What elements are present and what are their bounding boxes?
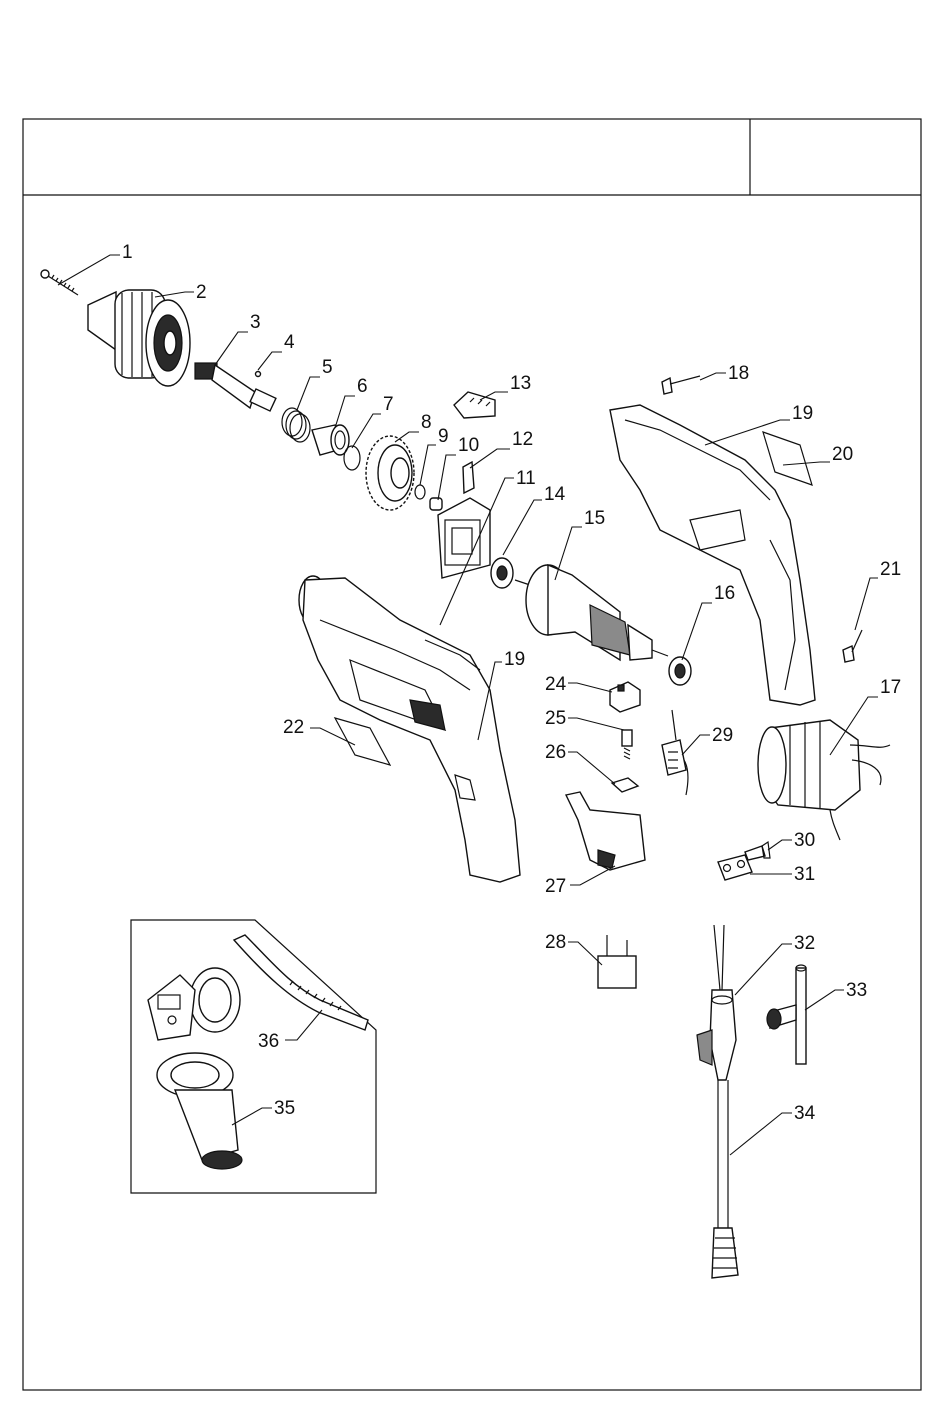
part-19-housing-right: [610, 405, 815, 705]
part-1-screw: [41, 270, 78, 295]
auxiliary-handle-inset: [131, 920, 376, 1193]
part-28-capacitor: [598, 935, 636, 988]
callout-17: 17: [880, 677, 901, 698]
part-6-sleeve: [312, 425, 349, 455]
part-17-stator: [758, 720, 890, 840]
callout-19-left: 19: [504, 649, 525, 670]
callout-29: 29: [712, 725, 733, 746]
callout-25: 25: [545, 708, 566, 729]
callout-22: 22: [283, 717, 304, 738]
part-27-switch: [566, 792, 645, 870]
callout-11: 11: [516, 468, 536, 489]
callout-33: 33: [846, 980, 867, 1001]
callout-4: 4: [284, 332, 295, 353]
callout-3: 3: [250, 312, 261, 333]
callout-36: 36: [258, 1031, 279, 1052]
part-11-bearing-plate: [438, 498, 490, 578]
part-5-spring: [282, 408, 310, 442]
callout-2: 2: [196, 282, 207, 303]
part-9-ring: [415, 485, 425, 499]
part-31-cord-clamp: [718, 855, 752, 880]
part-4-ball: [256, 372, 261, 377]
callout-34: 34: [794, 1103, 816, 1124]
part-2-chuck: [88, 290, 190, 386]
part-15-armature: [515, 565, 668, 660]
callout-21: 21: [880, 559, 901, 580]
callout-7: 7: [383, 394, 394, 415]
part-20-label: [763, 432, 812, 485]
callout-6: 6: [357, 376, 368, 397]
callout-35: 35: [274, 1098, 295, 1119]
callout-5: 5: [322, 357, 333, 378]
callout-12: 12: [512, 429, 533, 450]
callout-9: 9: [438, 426, 449, 447]
callout-19: 19: [792, 403, 813, 424]
callout-16: 16: [714, 583, 735, 604]
part-24-brush-holder: [610, 682, 640, 712]
part-33-chuck-key: [767, 965, 806, 1064]
callout-24: 24: [545, 674, 567, 695]
part-10-bushing: [430, 498, 442, 510]
callout-30: 30: [794, 830, 815, 851]
part-34-power-cord: [697, 925, 738, 1278]
callout-28: 28: [545, 932, 566, 953]
callout-10: 10: [458, 435, 479, 456]
part-16-bearing: [669, 657, 691, 685]
callout-27: 27: [545, 876, 566, 897]
callout-18: 18: [728, 363, 749, 384]
part-22-label: [335, 718, 390, 765]
part-22-housing-left: [299, 576, 520, 882]
part-25-carbon-brush: [622, 730, 632, 759]
callout-31: 31: [794, 864, 815, 885]
callout-1: 1: [122, 242, 133, 263]
part-30-screw: [745, 842, 770, 860]
callout-15: 15: [584, 508, 605, 529]
part-7-circlip: [344, 446, 360, 470]
callout-14: 14: [544, 484, 566, 505]
part-26-pad: [612, 778, 638, 792]
part-18-screw: [662, 376, 700, 394]
part-21-screw: [843, 630, 862, 662]
part-3-spindle: [195, 363, 276, 411]
part-14-bearing: [491, 558, 513, 588]
callout-26: 26: [545, 742, 566, 763]
callout-20: 20: [832, 444, 853, 465]
part-8-gear: [366, 436, 414, 510]
callout-32: 32: [794, 933, 815, 954]
callout-8: 8: [421, 412, 432, 433]
callout-13: 13: [510, 373, 531, 394]
